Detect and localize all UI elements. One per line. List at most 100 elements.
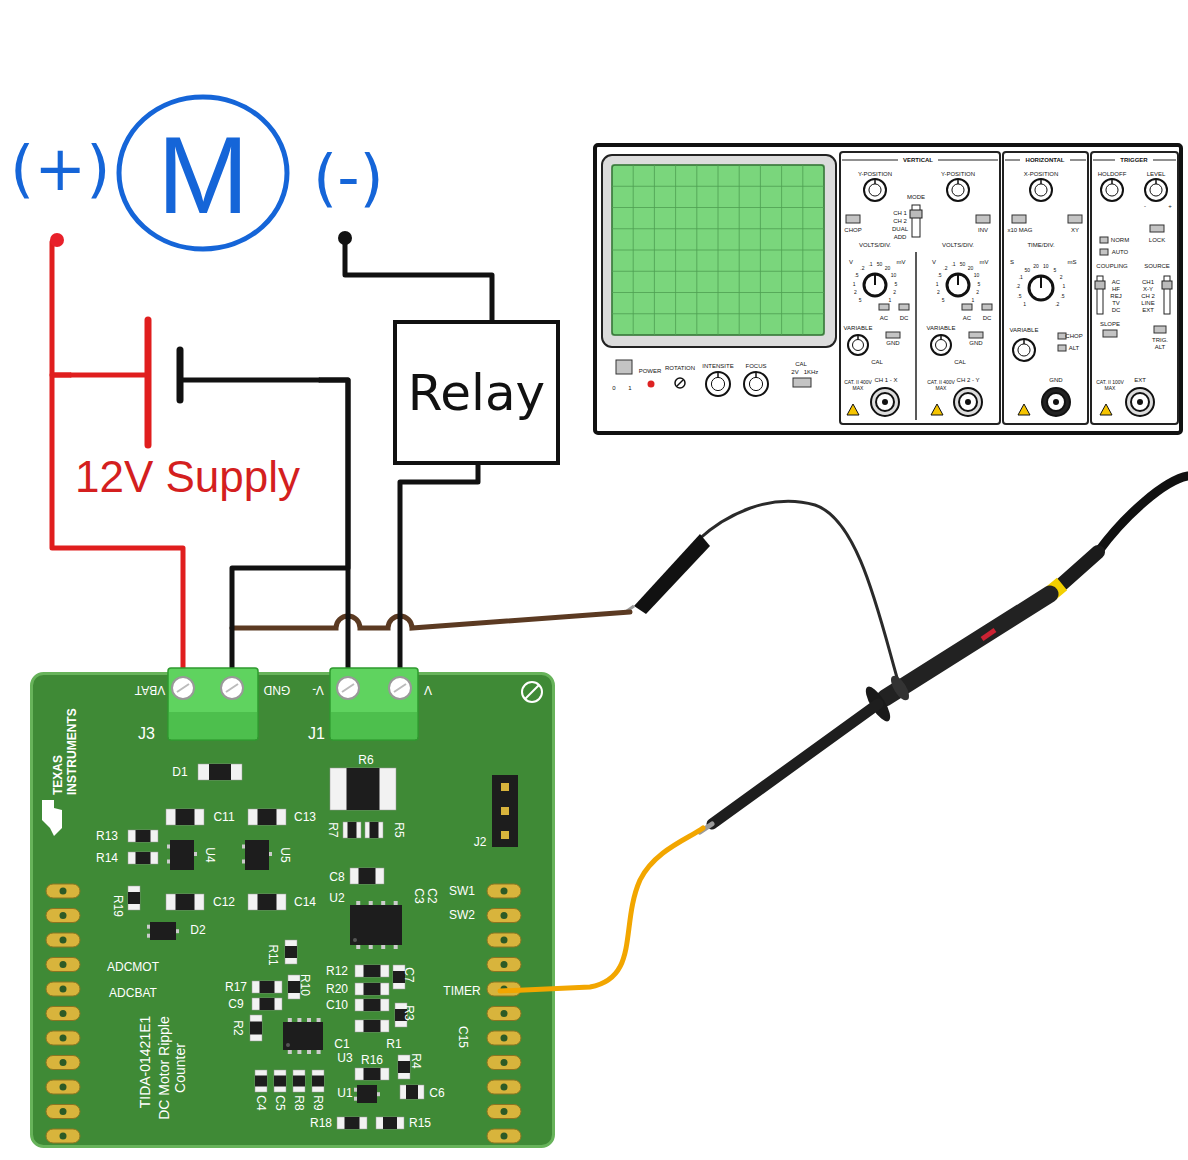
panel-label: CH 1 [893,210,907,216]
pcb-board-outline [170,840,194,870]
panel-label: CH 2 - Y [957,377,980,383]
dial-scale: 1 [1063,284,1066,289]
control-panel [1023,339,1025,344]
pcb-board-outline [260,981,275,993]
terminal-block-outline [394,684,406,692]
pcb-board-outline [128,892,140,904]
pcb-board-outline [370,822,379,838]
pcb-board-outline [46,933,80,947]
pcb-board-outline [492,775,518,847]
dial-scale: 20 [885,266,891,271]
silkscreen-label: R16 [361,1054,383,1066]
panel-label: POWER [639,368,662,374]
control-panel [938,160,998,161]
control-panel [755,372,757,377]
pcb-board-outline [394,945,398,949]
dial-scale: .1 [868,262,872,267]
ground-wire [232,612,630,628]
pcb-board-outline [46,958,80,972]
pcb-board-outline [501,831,509,839]
pcb-board-outline [46,909,80,923]
panel-label: NORM [1111,237,1129,243]
panel-label: CAT. II 400V MAX [840,380,876,392]
oscilloscope-probe [624,476,1188,832]
panel-label: 2V [791,369,798,375]
pcb-board-outline [369,901,373,905]
pcb-board-outline [136,852,151,864]
pcb-board-outline [365,822,383,838]
pcb-board-outline [136,830,151,842]
dial-scale: 20 [1033,263,1039,268]
terminal-block-outline [337,677,359,699]
pcb-board-outline [487,1129,521,1143]
pcb-board-outline [198,764,242,780]
silkscreen-label: C12 [213,896,235,908]
pcb-board-outline [355,999,389,1011]
control-panel [1012,215,1026,223]
panel-label: Y-POSITION [858,171,892,177]
silkscreen-label: GND [264,684,291,696]
control-panel [931,335,951,355]
control-panel [864,179,886,201]
wire [400,465,478,668]
pcb-board-outline [242,860,245,864]
panel-label: VOLTS/DIV. [942,242,974,248]
control-panel [677,380,683,386]
pcb-board-outline [147,925,150,929]
pcb-board-outline [60,1059,67,1066]
control-panel [1013,339,1035,361]
pcb-board-outline [293,1070,305,1092]
control-panel [965,399,971,405]
oscilloscope-probe [982,630,995,639]
dial-scale: 10 [1043,263,1049,268]
dial-scale: 1 [1023,302,1026,307]
pcb-board-outline [381,945,385,949]
dial-scale: .2 [1016,284,1020,289]
pcb-board-outline [317,1050,321,1054]
control-panel [1058,333,1066,339]
control-panel [648,381,655,388]
silkscreen-label: R15 [409,1117,431,1129]
pcb-board-outline [353,938,357,942]
pcb-board-outline [369,945,373,949]
oscilloscope-probe [698,501,900,688]
oscilloscope-probe [700,824,712,832]
dial-scale: .5 [1017,294,1021,299]
panel-label: GND [886,340,899,346]
control-panel [1042,388,1070,416]
pcb-board-outline [357,1085,377,1103]
pcb-board-outline [406,1085,418,1099]
pcb-board-outline [307,1050,311,1054]
pcb-board-outline [501,1035,508,1042]
terminal-block-outline [330,668,418,740]
dial-scale: 5 [1053,267,1056,272]
control-panel [1030,179,1052,201]
control-panel [874,179,876,184]
control-panel [1131,393,1149,411]
control-panel [706,372,730,396]
silkscreen-label: R8 [293,1095,305,1110]
control-panel [749,377,762,390]
panel-label: CAL [795,361,807,367]
pcb-board-outline [312,1070,324,1092]
pcb-board-outline [60,1035,67,1042]
silkscreen-label: C15 [457,1026,469,1048]
pcb-board-outline [128,830,158,842]
pcb-board: TEXAS INSTRUMENTSTIDA-01421E1DC Motor Ri… [30,672,555,1148]
silkscreen-label: C1 [334,1038,349,1050]
panel-label: EXT [1142,307,1154,313]
pcb-board-outline [46,1031,80,1045]
pcb-board-outline [252,998,282,1010]
pcb-board-outline [347,768,380,810]
dial-scale: .2 [1055,302,1059,307]
control-panel [882,399,888,405]
control-panel [1058,345,1066,351]
pcb-board-outline [297,1050,301,1054]
terminal-sign: (-) [313,147,384,209]
pcb-board-outline [166,894,204,910]
control-panel [899,304,909,310]
silkscreen-label: R13 [96,830,118,842]
pcb-board-outline [364,1020,381,1032]
dial-scale: 5 [978,281,981,286]
pcb-board-outline [147,934,150,938]
